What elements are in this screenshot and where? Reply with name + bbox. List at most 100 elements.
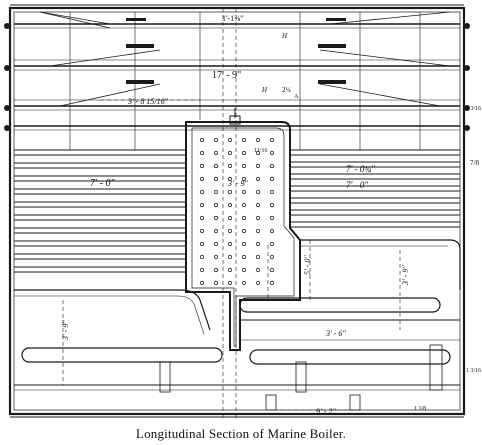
stay-bolt (256, 138, 260, 142)
stay-bolt (242, 177, 246, 181)
stay-bolt (270, 242, 274, 246)
stay-bolt (214, 229, 218, 233)
dim-upper-tube: 7' - 0" (90, 178, 115, 189)
dim-right-tube-lower: 7' - 0" (346, 180, 368, 190)
dim-chamber-height: 5' - 0" (303, 255, 312, 275)
stay-bolt (256, 229, 260, 233)
center-lines (62, 8, 401, 420)
stay-bolt (270, 255, 274, 259)
dim-furnace: 3' - 6" (325, 329, 346, 338)
stay-bolt (214, 255, 218, 259)
rivet (4, 125, 10, 131)
stay-bolt (242, 164, 246, 168)
stay-bolt (270, 190, 274, 194)
dim-plate-right: 1 3/16 (466, 368, 481, 374)
stay-brackets (126, 18, 346, 84)
stay-bolt (256, 203, 260, 207)
stay-bolt (200, 151, 204, 155)
stay-bolt (242, 229, 246, 233)
stay-bolt (256, 177, 260, 181)
stay-bolt (200, 177, 204, 181)
stay-bolt (242, 281, 246, 285)
tube-bank-right (290, 149, 460, 228)
rivet (4, 105, 10, 111)
stay-bolt (228, 138, 232, 142)
letter-h-top: H (281, 32, 288, 40)
dim-right-tube: 7' - 0¾" (346, 164, 375, 174)
stay-bolt (200, 164, 204, 168)
boiler-shell (8, 4, 466, 418)
stay-bolt (214, 242, 218, 246)
stay-bolt (256, 190, 260, 194)
stay-bolt (228, 190, 232, 194)
stay-bolt (200, 138, 204, 142)
stay-bolt (242, 268, 246, 272)
rivet (4, 23, 10, 29)
dim-left-height: 3' - 9" (61, 320, 70, 341)
stay-bolt (270, 268, 274, 272)
stay-bolt (256, 255, 260, 259)
letter-a: A (294, 94, 299, 100)
tube-bank-left (14, 149, 186, 273)
stay-bolt (270, 203, 274, 207)
stay-bolt (214, 138, 218, 142)
dim-bottom: 9' - 2" (316, 407, 336, 416)
stay-bolt (270, 164, 274, 168)
dim-chamber-width: 3' - 9" (227, 179, 248, 188)
shell-seams (14, 12, 460, 150)
dimension-labels: 1'-1⅜" H 17' - 9" H 2¼ A 3' - 8 15/16" 1… (61, 14, 481, 416)
stay-bolt (270, 281, 274, 285)
stay-bolt (228, 177, 232, 181)
stay-bolt (214, 268, 218, 272)
dim-stay-length: 17' - 9" (212, 70, 241, 81)
stay-bolt (214, 216, 218, 220)
stay-bolt (214, 177, 218, 181)
combustion-chamber (185, 108, 301, 351)
stay-bolt (214, 190, 218, 194)
stay-bolt (228, 281, 232, 285)
stay-bolt (228, 151, 232, 155)
rivet (464, 23, 470, 29)
stay-bolt (256, 281, 260, 285)
stay-bolt (200, 229, 204, 233)
boiler-section-drawing: 1'-1⅜" H 17' - 9" H 2¼ A 3' - 8 15/16" 1… (4, 4, 481, 420)
stay-bolt (270, 216, 274, 220)
stay-bolt (228, 216, 232, 220)
longitudinal-stays (14, 11, 460, 131)
stay-bolt (256, 151, 260, 155)
furnace-tubes (14, 239, 461, 411)
shell-rivets (4, 23, 470, 131)
stay-bolt (200, 216, 204, 220)
stay-bolt (214, 164, 218, 168)
stay-bolt (256, 164, 260, 168)
stay-bolt (214, 151, 218, 155)
rivet (464, 105, 470, 111)
chamber-stay-bolts (200, 138, 274, 285)
stay-bolt (242, 190, 246, 194)
stay-bolt (270, 151, 274, 155)
stay-bolt (228, 229, 232, 233)
stay-bolt (214, 281, 218, 285)
dim-right-height: 3' - 9" (401, 265, 410, 286)
stay-bolt (228, 255, 232, 259)
stay-bolt (270, 138, 274, 142)
stay-bolt (228, 268, 232, 272)
stay-bolt (228, 242, 232, 246)
stay-bolt (242, 216, 246, 220)
rivet (4, 65, 10, 71)
stay-bolt (256, 242, 260, 246)
dim-plate-small: 7/8 (470, 159, 479, 167)
stay-bolt (242, 138, 246, 142)
stay-bolt (270, 229, 274, 233)
stay-bolt (200, 255, 204, 259)
stay-bolt (200, 268, 204, 272)
stay-bolt (200, 242, 204, 246)
stay-bolt (242, 203, 246, 207)
stay-bolt (228, 164, 232, 168)
dim-stay-diameter: 2¼ (282, 86, 291, 94)
dim-furnace-plate: 11/16 (254, 148, 267, 154)
stay-bolt (214, 203, 218, 207)
stay-bolt (200, 190, 204, 194)
stay-bolt (200, 281, 204, 285)
stay-bolt (200, 203, 204, 207)
